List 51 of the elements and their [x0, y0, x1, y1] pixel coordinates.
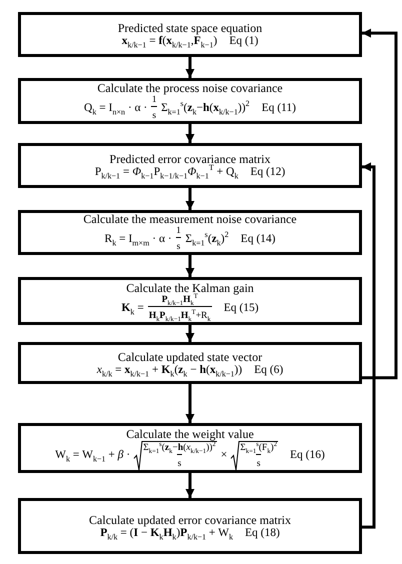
denominator: s	[256, 454, 262, 470]
equation: x$_{k/k−1}$ = f(x$_{k/k−1}$,F$_{k−1}$)	[122, 35, 218, 48]
equation-number: Eq (6)	[254, 364, 284, 376]
equation-number: Eq (11)	[262, 102, 296, 114]
process-box	[18, 498, 362, 554]
step-title: Predicted error covariance matrix	[110, 152, 270, 166]
equation: K$_{k}$ =	[121, 302, 144, 314]
process-box	[18, 78, 362, 124]
arrow	[186, 255, 194, 277]
equation-number: Eq (14)	[240, 233, 276, 246]
numerator: 1	[176, 226, 181, 237]
arrow	[186, 473, 194, 498]
step-title: Calculate the weight value	[126, 426, 254, 440]
arrow	[362, 28, 398, 380]
process-box	[18, 12, 362, 57]
equation: W$_{k}$ = W$_{k−1}$ + β ·	[55, 448, 130, 462]
process-box	[18, 423, 362, 473]
equation: P$_{k/k}$ = (I − K$_{k}$H$_{k}$)P$_{k/k−1}$ + W$_{k}$	[100, 526, 233, 540]
arrow	[186, 325, 194, 342]
denominator: s	[176, 454, 182, 470]
step-title: Calculate updated error covariance matrix	[89, 512, 291, 526]
equation-number: Eq (16)	[290, 448, 325, 462]
equation: R$_{k}$ = I$_{m×m}$ · α ·	[104, 233, 172, 246]
arrow	[362, 162, 376, 529]
equation: P$_{k/k−1}$ = Φ$_{k−1}$P$_{k−1/k−1}$Φ$_{k−1}$$^{T}$ + Q$_{k}$	[94, 166, 238, 179]
process-box	[18, 342, 362, 384]
step-title: Calculate the measurement noise covariance	[83, 212, 297, 226]
arrow	[186, 384, 194, 423]
equation-number: Eq (18)	[244, 526, 280, 540]
process-box	[18, 210, 362, 255]
process-box	[18, 277, 362, 325]
equation-number: Eq (15)	[224, 302, 259, 314]
step-title: Predicted state space equation	[118, 21, 262, 35]
equation: Σ$_{k=1}$$^{s}$(z$_{k}$)$^{2}$	[185, 233, 229, 246]
equation: Σ$_{k=1}$$^{s}$(z$_{k}$−h(x$_{k/k−1}$))$^{2}$	[161, 102, 250, 114]
equation: x$_{k/k}$ = x$_{k/k−1}$ + K$_{k}$(z$_{k}$ − h(x$_{k/k−1}$))	[96, 364, 242, 376]
process-box	[18, 143, 362, 188]
arrow	[186, 57, 194, 78]
denominator: s	[176, 237, 182, 253]
step-title: Calculate the process noise covariance	[97, 80, 283, 94]
equation: Q$_{k}$ = I$_{n×n}$ · α ·	[84, 102, 148, 114]
denominator: s	[151, 106, 158, 122]
equation-number: Eq (12)	[250, 166, 286, 179]
numerator: 1	[152, 94, 157, 106]
arrow	[186, 188, 194, 210]
equation-number: Eq (1)	[229, 35, 258, 48]
equation: ×	[220, 448, 228, 462]
arrow	[186, 124, 194, 143]
step-title: Calculate the Kalman gain	[126, 280, 254, 294]
step-title: Calculate updated state vector	[118, 350, 262, 364]
denominator: H$_{k}$P$_{k/k−1}$H$_{k}$$^{T}$+R$_{k}$	[148, 306, 212, 322]
